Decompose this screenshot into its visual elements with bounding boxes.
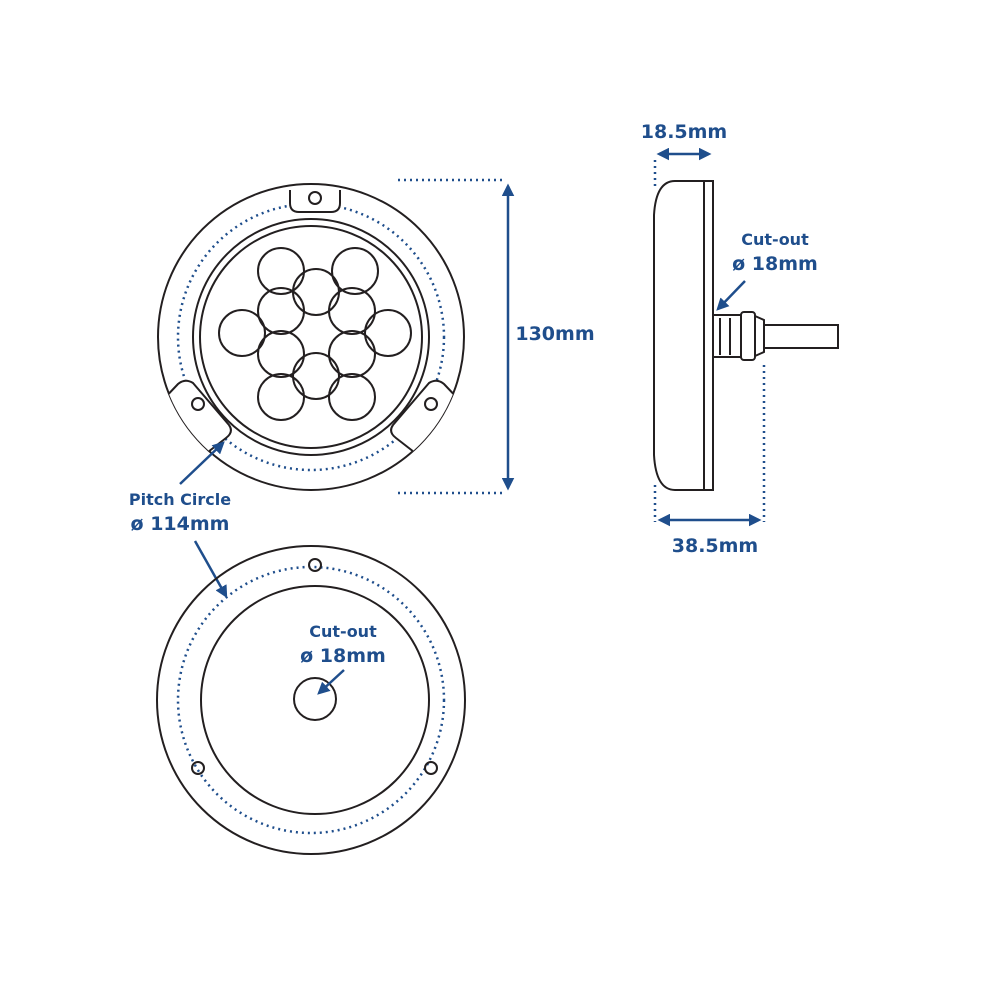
led-icon	[292, 352, 340, 400]
pitch-circle-title: Pitch Circle	[129, 490, 231, 509]
cable	[763, 324, 839, 349]
side-housing-dome	[653, 180, 705, 491]
front-mount-tabs	[159, 190, 463, 453]
led-icon	[257, 373, 305, 421]
mount-tab-left	[159, 379, 232, 453]
mount-tab-top	[289, 190, 341, 213]
front-lens-ring	[192, 218, 430, 456]
led-icon	[328, 287, 376, 335]
led-icon	[328, 373, 376, 421]
led-icon	[331, 247, 379, 295]
led-icon	[257, 330, 305, 378]
screw-hole-icon	[424, 761, 438, 775]
pitch-circle-arrow-up	[179, 441, 225, 485]
cable-gland-cap	[754, 314, 765, 358]
depth-bottom-label: 38.5mm	[672, 535, 758, 557]
side-view	[653, 180, 839, 491]
side-cutout-title: Cut-out	[741, 230, 809, 249]
led-array	[218, 247, 412, 421]
rear-cutout-value: ø 18mm	[300, 645, 386, 667]
led-icon	[257, 247, 305, 295]
front-view	[157, 183, 465, 491]
led-icon	[218, 309, 266, 357]
depth-top-dimension	[653, 147, 712, 190]
screw-hole-icon	[308, 558, 322, 572]
height-dimension	[398, 178, 515, 495]
front-lens	[199, 225, 423, 449]
depth-bottom-dimension	[653, 365, 766, 527]
screw-hole-icon	[308, 191, 322, 205]
pitch-circle-value: ø 114mm	[131, 513, 230, 535]
led-icon	[328, 330, 376, 378]
side-cutout-arrow	[716, 280, 746, 311]
rear-outer-rim	[156, 545, 466, 855]
rear-base	[200, 585, 430, 815]
rear-pitch-circle	[176, 565, 446, 835]
screw-hole-icon	[191, 761, 205, 775]
side-flange	[703, 180, 714, 491]
screw-hole-icon	[424, 397, 438, 411]
height-label: 130mm	[515, 323, 594, 345]
cable-gland-nut	[740, 311, 756, 361]
led-icon	[364, 309, 412, 357]
front-pitch-circle	[176, 202, 446, 472]
front-outer-rim	[157, 183, 465, 491]
rear-view	[156, 545, 466, 855]
cable-gland-body	[712, 314, 742, 358]
rear-cutout-title: Cut-out	[309, 622, 377, 641]
mount-tab-right	[390, 379, 463, 453]
depth-top-label: 18.5mm	[641, 121, 727, 143]
side-cutout-value: ø 18mm	[732, 253, 818, 275]
screw-hole-icon	[191, 397, 205, 411]
rear-cutout-arrow	[317, 669, 345, 695]
led-icon	[257, 287, 305, 335]
rear-cutout-hole	[293, 677, 337, 721]
pitch-circle-arrow-down	[193, 540, 228, 599]
